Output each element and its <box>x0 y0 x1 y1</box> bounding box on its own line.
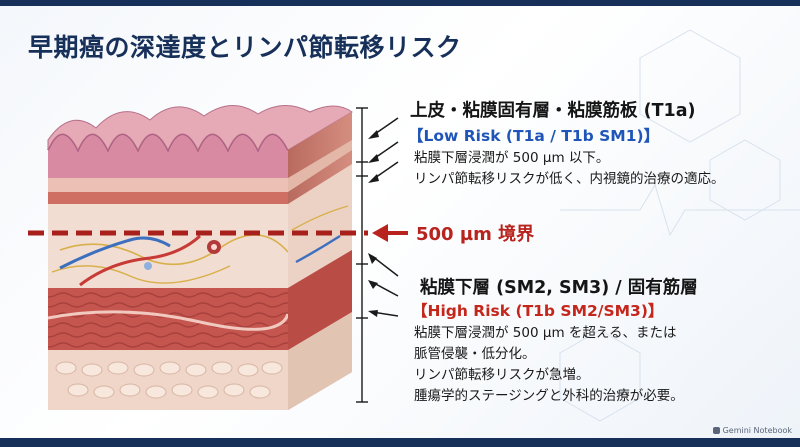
lower-description-line-3: リンパ節転移リスクが急増。 <box>414 367 590 383</box>
page-title: 早期癌の深達度とリンパ節転移リスク <box>28 33 462 62</box>
lower-description-line-4: 腫瘍学的ステージングと外科的治療が必要。 <box>414 388 684 404</box>
lower-description-line-2: 脈管侵襲・低分化。 <box>414 346 536 362</box>
blood-vessel <box>59 236 171 270</box>
notebook-logo: Gemini Notebook <box>712 426 792 435</box>
upper-layer-heading: 上皮・粘膜固有層・粘膜筋板 (T1a) <box>410 101 696 121</box>
lower-layer-heading: 粘膜下層 (SM2, SM3) / 固有筋層 <box>420 278 698 298</box>
low-risk-label: 【Low Risk (T1a / T1b SM1)】 <box>408 127 660 145</box>
upper-description-line-2: リンパ節転移リスクが低く、内視鏡的治療の適応。 <box>414 171 725 187</box>
muscularis-mucosae-layer <box>48 192 288 204</box>
epithelium-layer <box>48 134 288 178</box>
blood-vessel <box>79 234 202 287</box>
boundary-arrow <box>372 224 408 242</box>
top-accent-bar <box>0 0 800 6</box>
high-risk-label: 【High Risk (T1b SM2/SM3)】 <box>412 302 664 320</box>
notebook-logo-icon <box>712 427 720 434</box>
front-face <box>47 133 290 410</box>
layer-bracket <box>356 107 368 403</box>
serosa-layer <box>48 350 288 410</box>
bottom-accent-bar <box>0 438 800 447</box>
notebook-logo-text: Gemini Notebook <box>722 426 792 435</box>
muscularis-propria-layer <box>48 288 288 350</box>
pointer-arrows-lower <box>368 253 399 317</box>
lower-description-line-1: 粘膜下層浸潤が 500 µm を超える、または <box>414 325 677 341</box>
upper-description-line-1: 粘膜下層浸潤が 500 µm 以下。 <box>414 150 610 166</box>
pointer-arrows-upper <box>368 117 399 183</box>
side-face <box>288 112 352 410</box>
boundary-label: 500 µm 境界 <box>416 224 535 245</box>
lamina-propria-layer <box>48 178 288 192</box>
top-surface <box>47 105 353 152</box>
